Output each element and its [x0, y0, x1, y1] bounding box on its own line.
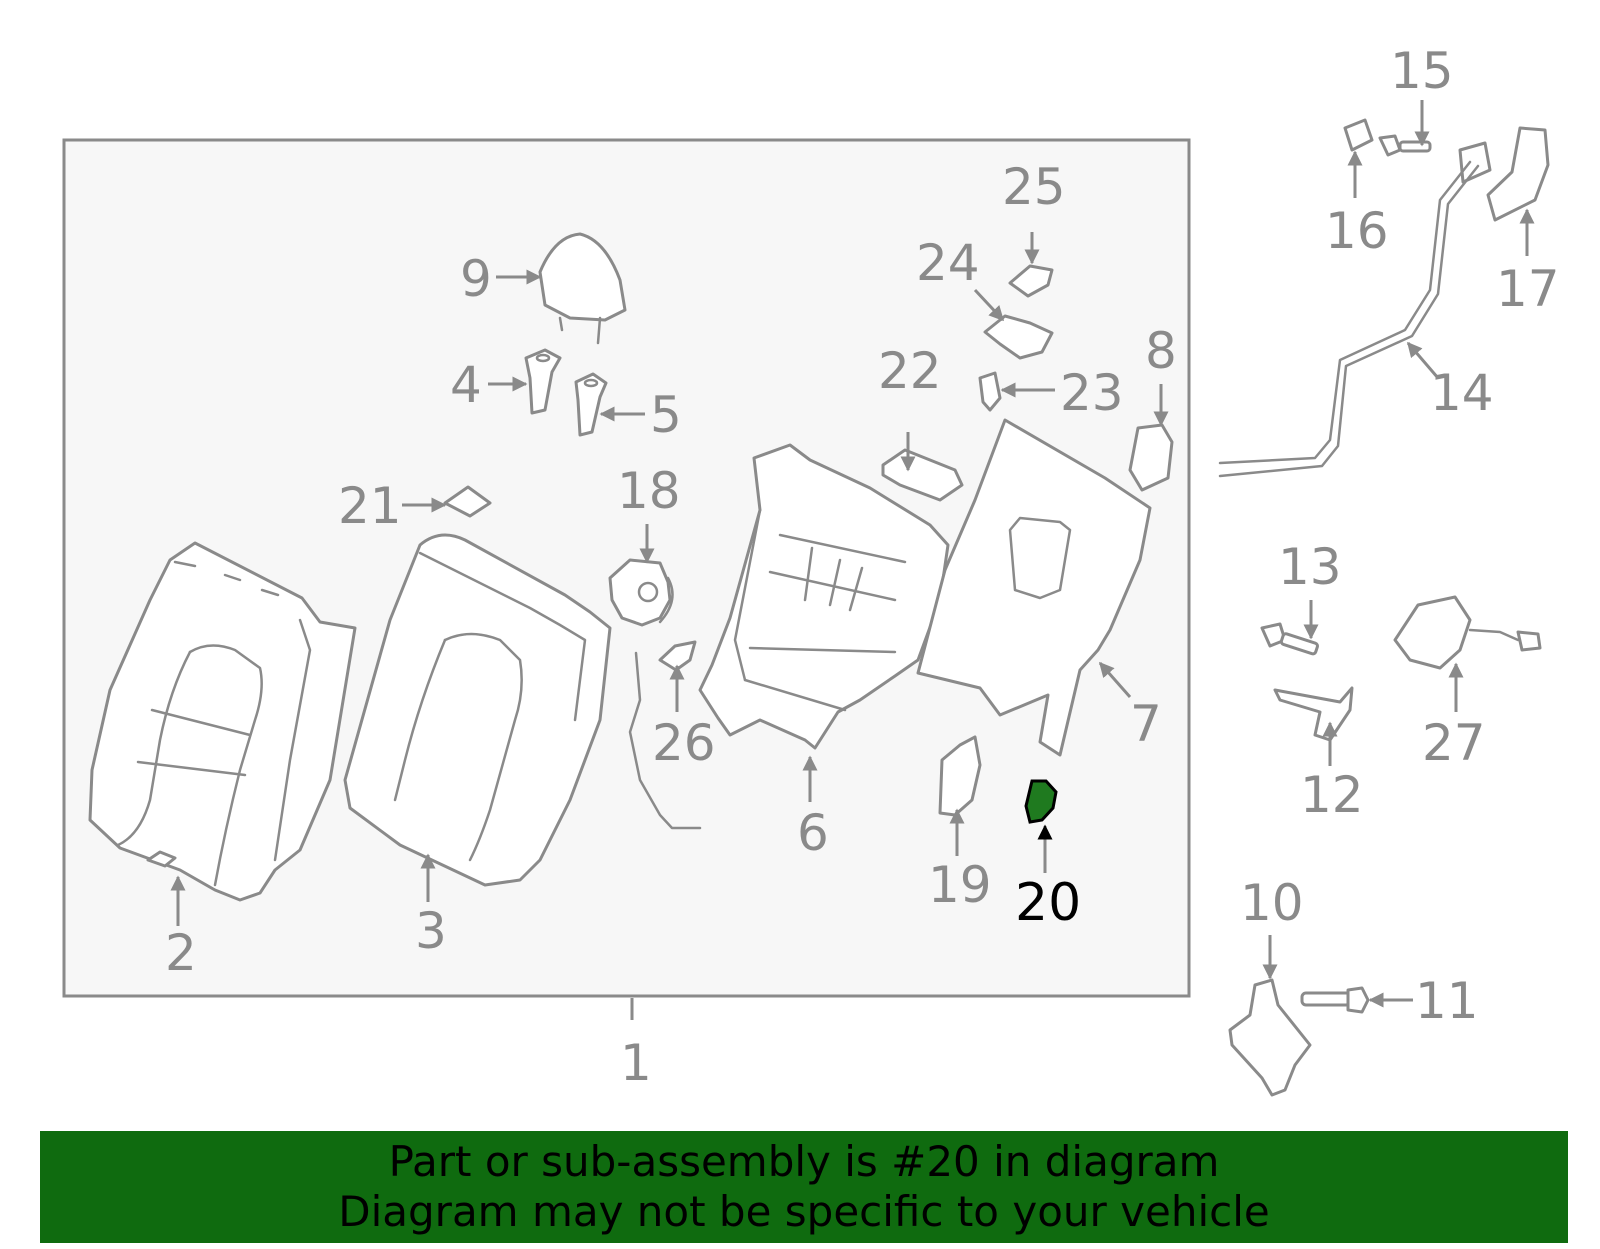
callout-5: 5: [650, 386, 682, 444]
callout-19: 19: [928, 856, 992, 914]
callout-26: 26: [652, 714, 716, 772]
part-21-cover[interactable]: [443, 485, 492, 518]
part-18-latch[interactable]: [608, 558, 674, 627]
callout-14: 14: [1430, 364, 1494, 422]
wire-harness-strand: [1218, 164, 1480, 478]
callout-6: 6: [797, 804, 829, 862]
callout-2: 2: [165, 924, 197, 982]
info-banner: Part or sub-assembly is #20 in diagram D…: [40, 1131, 1568, 1243]
callout-11: 11: [1415, 972, 1479, 1030]
callout-23: 23: [1060, 364, 1124, 422]
callout-27: 27: [1422, 714, 1486, 772]
part-3-seatback-pad[interactable]: [343, 533, 612, 887]
release-cable: [628, 651, 702, 830]
part-23-clip[interactable]: [978, 371, 1002, 412]
part-10-bracket[interactable]: [1228, 978, 1312, 1097]
part-11-bolt[interactable]: [1300, 986, 1370, 1014]
callout-9: 9: [460, 250, 492, 308]
callout-3: 3: [415, 902, 447, 960]
part-2-seatback-cover[interactable]: [88, 541, 357, 902]
callout-24: 24: [916, 234, 980, 292]
part-9-headrest[interactable]: [538, 232, 627, 345]
callout-7: 7: [1130, 695, 1162, 753]
callout-8: 8: [1145, 322, 1177, 380]
part-14-wire-harness[interactable]: [1218, 160, 1472, 465]
part-4-headrest-guide[interactable]: [524, 348, 562, 415]
callout-1: 1: [620, 1034, 652, 1092]
callout-22: 22: [878, 342, 942, 400]
callout-4: 4: [450, 356, 482, 414]
callout-17: 17: [1496, 260, 1560, 318]
part-17-bracket[interactable]: [1458, 126, 1550, 222]
callout-25: 25: [1002, 158, 1066, 216]
part-12-bracket[interactable]: [1273, 686, 1354, 742]
part-13-bolt[interactable]: [1260, 622, 1319, 656]
part-24-bracket[interactable]: [983, 314, 1054, 360]
part-7-back-panel[interactable]: [916, 418, 1152, 757]
part-25-cover[interactable]: [1008, 264, 1054, 298]
callout-12: 12: [1300, 766, 1364, 824]
callout-21: 21: [338, 477, 402, 535]
callout-20: 20: [1015, 873, 1081, 933]
callout-18: 18: [617, 462, 681, 520]
part-6-seatback-frame[interactable]: [698, 443, 950, 750]
callout-15: 15: [1390, 42, 1454, 100]
callout-10: 10: [1240, 874, 1304, 932]
part-20-highlighted[interactable]: [1024, 779, 1058, 824]
callout-16: 16: [1325, 202, 1389, 260]
banner-background: [40, 1131, 1568, 1243]
callout-labels: 1 2 3 4 5 6 7 8 9 10 11 12 13 14 15 16 1…: [165, 42, 1560, 1092]
part-8-latch-cover[interactable]: [1128, 423, 1174, 492]
part-16-cap[interactable]: [1343, 118, 1374, 152]
part-27-latch[interactable]: [1393, 595, 1542, 670]
callout-13: 13: [1278, 538, 1342, 596]
part-5-headrest-guide[interactable]: [574, 372, 608, 437]
leader-arrows: [170, 100, 1535, 1008]
banner-line-2: Diagram may not be specific to your vehi…: [338, 1187, 1270, 1236]
part-19-trim[interactable]: [938, 735, 982, 817]
banner-line-1: Part or sub-assembly is #20 in diagram: [388, 1137, 1220, 1186]
